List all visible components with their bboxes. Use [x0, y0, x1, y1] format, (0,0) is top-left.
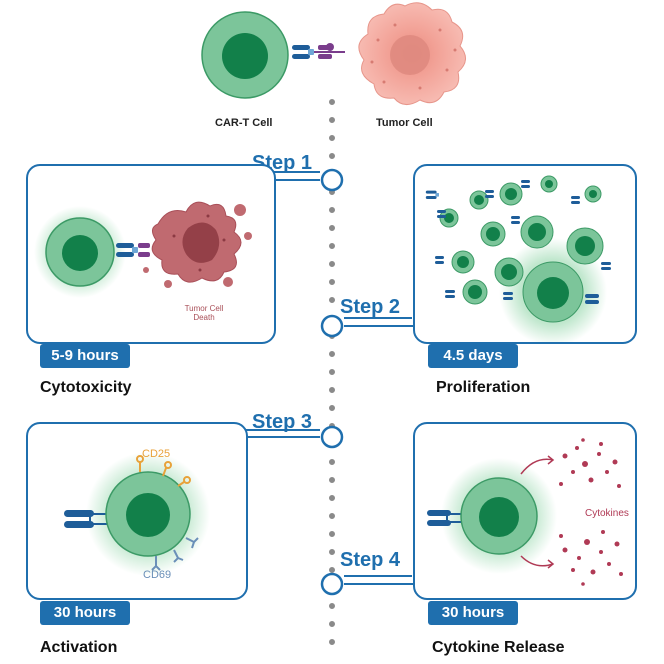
activation-illustration: [64, 452, 210, 576]
caption-cytokine-release: Cytokine Release: [432, 639, 565, 656]
duration-badge-step-1: 5-9 hours: [40, 344, 130, 368]
cart-cell-label: CAR-T Cell: [215, 117, 273, 129]
tumor-death-note: Tumor Cell Death: [184, 304, 224, 322]
step-4-label: Step 4: [340, 549, 401, 571]
tumor-cell-label: Tumor Cell: [376, 117, 433, 129]
panel-activation: CD25 CD69: [26, 422, 248, 600]
panel-proliferation: [413, 164, 637, 344]
caption-proliferation: Proliferation: [436, 379, 531, 396]
duration-badge-step-3: 30 hours: [40, 601, 130, 625]
panel-cytokine-release: Cytokines: [413, 422, 637, 600]
cytokine-dots: [559, 438, 623, 586]
duration-badge-step-2: 4.5 days: [428, 344, 518, 368]
cytokine-illustration: [427, 438, 623, 586]
cart-cell-top: [201, 11, 345, 99]
cd69-label: CD69: [143, 569, 172, 581]
step-3-label: Step 3: [252, 411, 313, 433]
caption-activation: Activation: [40, 639, 118, 656]
release-arrows: [520, 455, 555, 569]
proliferation-illustration: [425, 175, 611, 342]
timeline-nodes: [320, 168, 344, 596]
cytotoxicity-illustration: [34, 201, 252, 298]
cd25-markers: [136, 455, 191, 487]
step-2-label: Step 2: [340, 296, 401, 318]
caption-cytotoxicity: Cytotoxicity: [40, 379, 132, 396]
cd25-label: CD25: [142, 448, 171, 460]
cd69-markers: [151, 537, 199, 571]
connectors: [246, 171, 414, 585]
tumor-cell-top: [358, 2, 466, 105]
panel-cytotoxicity: Tumor Cell Death: [26, 164, 276, 344]
duration-badge-step-4: 30 hours: [428, 601, 518, 625]
cytokines-label: Cytokines: [585, 508, 629, 519]
